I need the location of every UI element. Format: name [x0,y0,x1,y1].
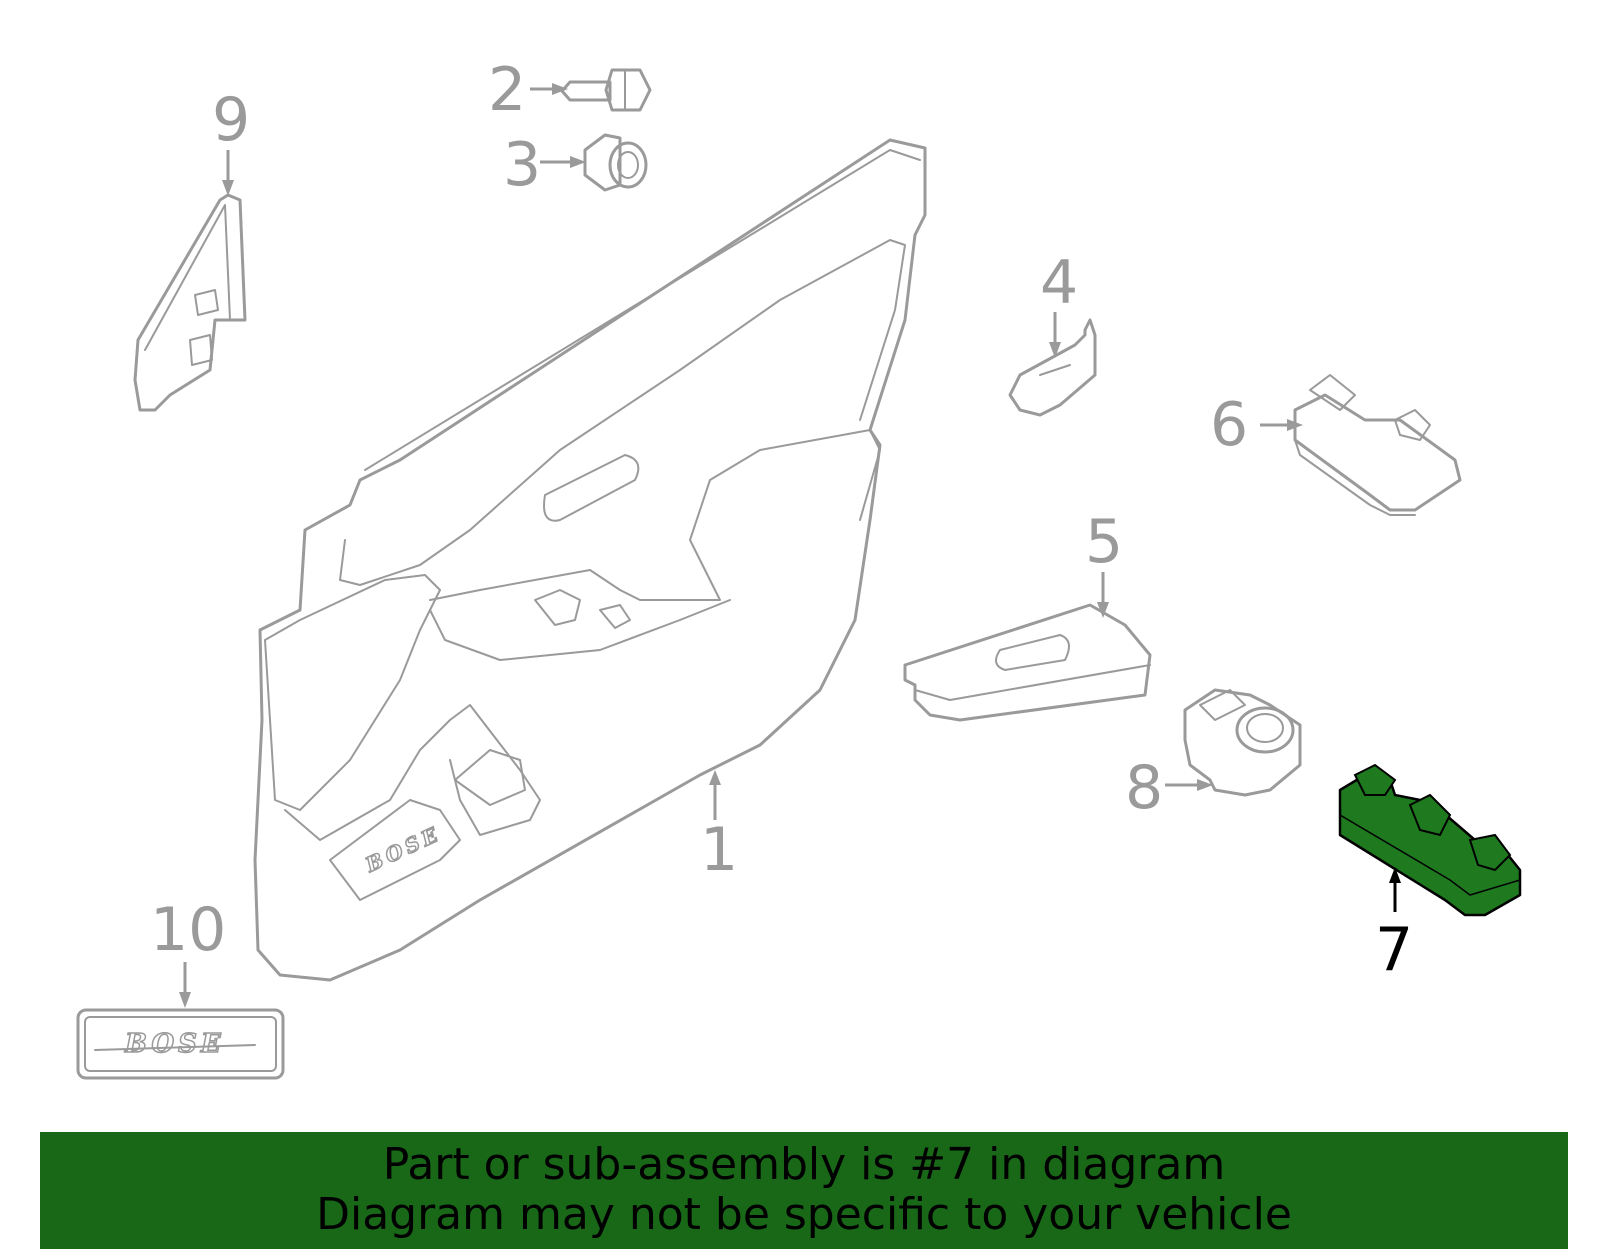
arrowhead-9 [222,180,234,196]
callout-numbers: 1 2 3 4 5 6 7 8 9 10 [150,55,1413,985]
arrowhead-4 [1049,342,1061,358]
part-1-door-trim-panel[interactable]: BOSE [253,138,927,982]
arrowhead-10 [179,992,191,1008]
callout-8: 8 [1125,753,1163,823]
bose-badge-text: BOSE [124,1029,225,1059]
part-5-switch-bezel[interactable] [903,603,1152,722]
arrowhead-8 [1197,779,1213,791]
callout-6: 6 [1210,390,1248,460]
arrowhead-7 [1389,867,1401,883]
arrowhead-2 [552,83,568,95]
arrowhead-3 [570,156,586,168]
part-3-clip[interactable] [583,133,648,192]
callout-1: 1 [700,815,738,885]
arrowhead-6 [1287,419,1303,431]
part-6-window-switch[interactable] [1293,374,1462,516]
part-8-mirror-switch[interactable] [1183,688,1302,797]
callout-2: 2 [488,55,526,125]
svg-text:BOSE: BOSE [361,821,445,877]
part-2-bolt[interactable] [560,68,652,112]
callout-5: 5 [1085,507,1123,577]
part-10-bose-badge[interactable]: BOSE [76,1008,285,1080]
part-7-window-switch-highlighted[interactable] [1338,763,1522,917]
callout-9: 9 [212,85,250,155]
callout-3: 3 [503,130,541,200]
part-4-cover[interactable] [1008,318,1097,417]
info-banner: Part or sub-assembly is #7 in diagram Di… [40,1132,1568,1249]
part-9-corner-cover[interactable] [133,193,247,412]
banner-line-2: Diagram may not be specific to your vehi… [316,1189,1292,1240]
callout-10: 10 [150,895,226,965]
leader-arrows [179,83,1401,1008]
banner-line-1: Part or sub-assembly is #7 in diagram [382,1139,1226,1190]
callout-4: 4 [1040,248,1078,318]
arrowhead-5 [1097,602,1109,618]
callout-7: 7 [1375,915,1413,985]
arrowhead-1 [709,770,721,785]
